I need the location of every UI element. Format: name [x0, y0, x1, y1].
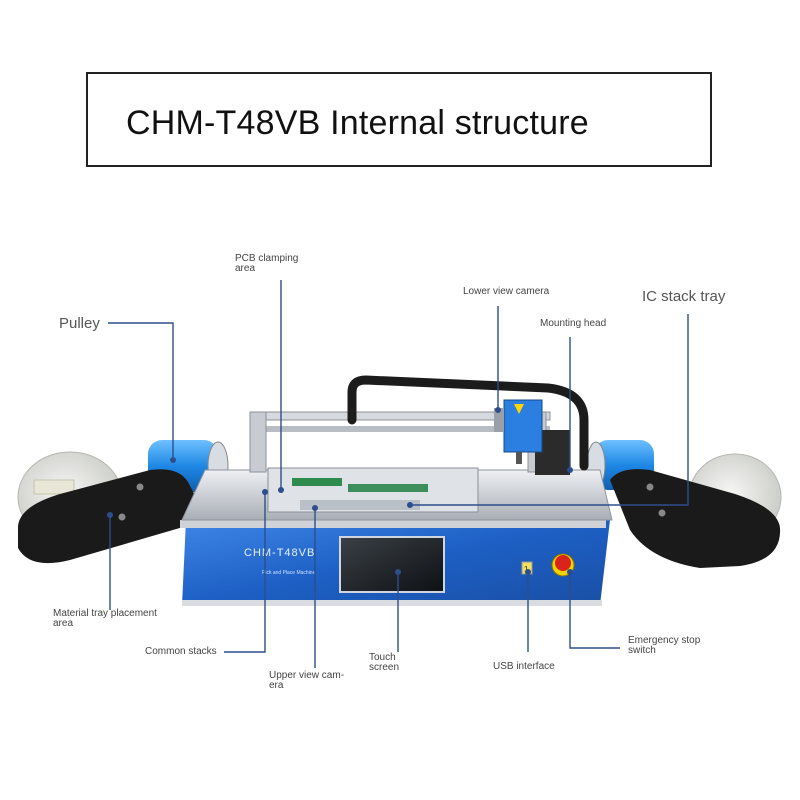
mounting-head [494, 399, 543, 464]
label-emergency-stop-switch: Emergency stop switch [628, 635, 701, 656]
touch-screen [339, 536, 445, 593]
label-pulley: Pulley [59, 315, 100, 332]
label-common-stacks: Common stacks [145, 646, 217, 657]
leader-dots [107, 407, 573, 575]
label-pcb-clamping-area: PCB clamping area [235, 253, 299, 274]
leader-ic-stack-tray [410, 314, 689, 506]
right-ic-tray-arm [610, 469, 781, 568]
emergency-stop-button [551, 553, 575, 577]
label-usb-interface: USB interface [493, 661, 555, 672]
label-lower-view-camera: Lower view camera [463, 286, 550, 297]
panel-subtitle: Pick and Place Machine [262, 570, 316, 576]
page-title: CHM-T48VB Internal structure [126, 104, 589, 142]
label-upper-view-camera: Upper view cam- era [269, 670, 345, 691]
leader-pulley [108, 322, 174, 460]
leader-lines [108, 280, 689, 668]
title-box: CHM-T48VB Internal structure [86, 72, 712, 167]
worktable [181, 467, 613, 521]
leader-emergency-stop [569, 572, 620, 649]
panel-brand: CHM-T48VB [244, 547, 315, 559]
label-ic-stack-tray: IC stack tray [642, 288, 726, 305]
leader-common-stacks [224, 492, 266, 653]
label-mounting-head: Mounting head [540, 318, 607, 329]
label-material-tray-placement-area: Material tray placement area [53, 608, 157, 629]
label-touch-screen: Touch screen [369, 652, 400, 673]
cable-chain [347, 375, 589, 471]
